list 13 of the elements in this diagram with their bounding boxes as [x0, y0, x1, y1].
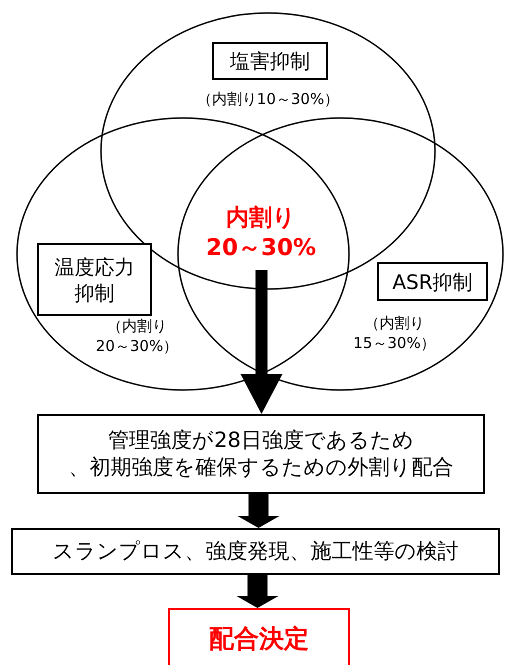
- process-box: スランプロス、強度発現、施工性等の検討: [11, 528, 500, 575]
- arrow: [236, 575, 278, 608]
- highlight-text: 内割り20～30%: [206, 204, 316, 263]
- ellipse-label: （内割り10～30%）: [196, 90, 340, 110]
- ellipse-label: （内割り20～30%）: [94, 317, 180, 356]
- result-box: 配合決定: [168, 608, 350, 665]
- label-box: ASR抑制: [377, 262, 488, 301]
- process-box: 管理強度が28日強度であるため、初期強度を確保するための外割り配合: [37, 414, 485, 494]
- label-box: 塩害抑制: [212, 42, 328, 80]
- arrow: [240, 270, 282, 414]
- ellipse-label: （内割り15～30%）: [352, 314, 437, 353]
- label-box: 温度応力抑制: [37, 243, 152, 316]
- arrow: [238, 494, 280, 528]
